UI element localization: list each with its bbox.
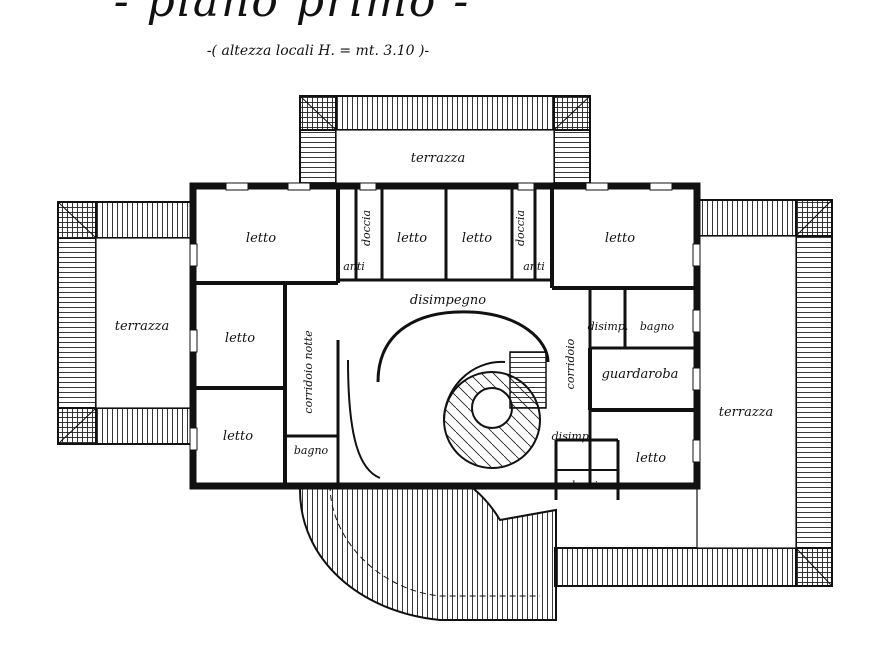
label-corridoio: corridoio [564, 338, 577, 389]
plan-title: - piano primo - [114, 0, 470, 27]
label-disimp: disimp. [588, 320, 629, 333]
label-doccia-2: doccia [514, 210, 527, 246]
label-disimp-2: disimp. [552, 430, 593, 443]
label-anti-1: anti [343, 260, 365, 273]
label-terrazza-top: terrazza [411, 151, 466, 166]
windows [189, 182, 701, 463]
label-bagno-1: bagno [294, 444, 329, 457]
room-labels: terrazza terrazza terrazza letto letto l… [115, 151, 774, 492]
terrace-south-curved [299, 466, 557, 621]
label-terrazza-left: terrazza [115, 319, 170, 334]
terrace-top [299, 95, 591, 187]
label-letto-sw: letto [223, 429, 253, 444]
label-letto-se: letto [636, 451, 666, 466]
label-letto-c2: letto [462, 231, 492, 246]
label-disimpegno: disimpegno [410, 293, 486, 308]
terrace-right [554, 199, 833, 587]
spiral-staircase [443, 351, 547, 469]
label-corridoio-notte: corridoio notte [302, 330, 315, 414]
label-doccia-1: doccia [360, 210, 373, 246]
label-letto-w: letto [225, 331, 255, 346]
label-bagno-2: bagno [640, 320, 675, 333]
plan-subtitle: -( altezza locali H. = mt. 3.10 )- [207, 43, 430, 59]
label-letto-c1: letto [397, 231, 427, 246]
label-terrazza-right: terrazza [719, 405, 774, 420]
interior-walls [193, 186, 697, 500]
label-guardaroba: guardaroba [602, 367, 679, 382]
label-letto-nw: letto [246, 231, 276, 246]
label-anti-2: anti [523, 260, 545, 273]
label-doccia-3: doccia [568, 479, 604, 492]
label-letto-ne: letto [605, 231, 635, 246]
